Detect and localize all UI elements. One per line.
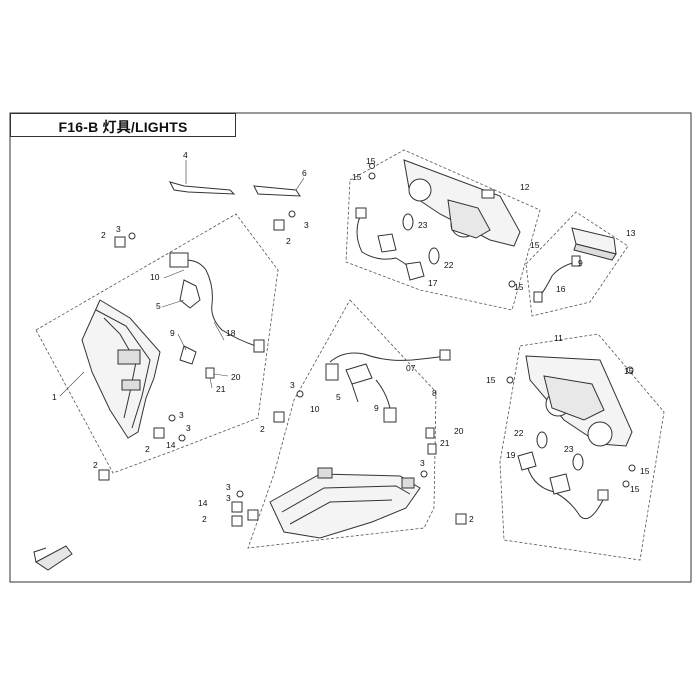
callout-9-b: 9 (170, 328, 175, 338)
callout-19: 19 (506, 450, 516, 460)
callout-3-a: 3 (116, 224, 121, 234)
headlight-center-harness (325, 349, 451, 423)
headlight-center-fasteners (231, 390, 467, 527)
direction-arrow-icon (33, 545, 73, 571)
plate-light-body (571, 227, 617, 261)
callout-3-h: 3 (420, 458, 425, 468)
taillight-right-harness (517, 431, 609, 520)
callout-15-a: 15 (366, 156, 376, 166)
callout-15-b: 15 (352, 172, 362, 182)
group-outline-plate-light (525, 211, 629, 317)
callout-2-b: 2 (286, 236, 291, 246)
rod-part-6 (253, 177, 305, 197)
diagram-title-box: F16-B 灯具/LIGHTS (10, 113, 236, 137)
callout-6: 6 (302, 168, 307, 178)
callout-2-f: 2 (202, 514, 207, 524)
callout-14-b: 14 (198, 498, 208, 508)
taillight-right-screws (506, 366, 636, 488)
callout-2-d: 2 (93, 460, 98, 470)
callout-22-a: 22 (444, 260, 454, 270)
callout-5-b: 5 (336, 392, 341, 402)
callout-15-h: 15 (630, 484, 640, 494)
callout-16: 16 (556, 284, 566, 294)
callout-12: 12 (520, 182, 530, 192)
callout-15-f: 15 (624, 366, 634, 376)
callout-9-a: 9 (578, 258, 583, 268)
callout-15-c: 15 (530, 240, 540, 250)
headlight-center-lens (269, 467, 421, 539)
callout-18: 18 (226, 328, 236, 338)
callout-23-b: 23 (564, 444, 574, 454)
callout-2-g: 2 (469, 514, 474, 524)
callout-3-c: 3 (179, 410, 184, 420)
sheet-frame (9, 112, 692, 583)
callout-4: 4 (183, 150, 188, 160)
callout-3-g: 3 (226, 493, 231, 503)
taillight-housing (403, 159, 521, 247)
callout-21-b: 21 (440, 438, 450, 448)
headlight-left-lens (81, 299, 161, 439)
callout-1: 1 (52, 392, 57, 402)
callout-3-f: 3 (226, 482, 231, 492)
callout-10-a: 10 (150, 272, 160, 282)
group-outline-taillight-right (499, 333, 665, 561)
callout-10-b: 10 (310, 404, 320, 414)
taillight-harness (355, 207, 440, 281)
taillight-screws (368, 163, 516, 288)
rod-part-4 (169, 160, 236, 195)
callout-3-b: 3 (304, 220, 309, 230)
callout-9-c: 9 (374, 403, 379, 413)
taillight-right-housing (525, 355, 633, 447)
leader-lines-left (59, 269, 229, 397)
callout-3-d: 3 (186, 423, 191, 433)
callout-22-b: 22 (514, 428, 524, 438)
group-outline-headlight-left (35, 213, 279, 474)
callout-14-a: 14 (166, 440, 176, 450)
callout-2-c: 2 (145, 444, 150, 454)
callout-07: 07 (406, 363, 416, 373)
callout-15-d: 15 (514, 282, 524, 292)
callout-3-e: 3 (290, 380, 295, 390)
callout-2-a: 2 (101, 230, 106, 240)
callout-23-a: 23 (418, 220, 428, 230)
callout-17: 17 (428, 278, 438, 288)
callout-13: 13 (626, 228, 636, 238)
callout-5-a: 5 (156, 301, 161, 311)
headlight-left-harness (169, 252, 265, 379)
callout-15-e: 15 (486, 375, 496, 385)
callout-21-a: 21 (216, 384, 226, 394)
callout-15-g: 15 (640, 466, 650, 476)
callout-8: 8 (432, 388, 437, 398)
callout-20-b: 20 (454, 426, 464, 436)
group-outline-taillight (345, 149, 541, 311)
callout-11: 11 (554, 333, 563, 343)
callout-20-a: 20 (231, 372, 241, 382)
callout-2-e: 2 (260, 424, 265, 434)
bracket-left-top (98, 210, 296, 481)
group-outline-headlight-center (247, 299, 437, 549)
diagram-title: F16-B 灯具/LIGHTS (58, 119, 188, 135)
plate-light-harness (533, 255, 581, 303)
